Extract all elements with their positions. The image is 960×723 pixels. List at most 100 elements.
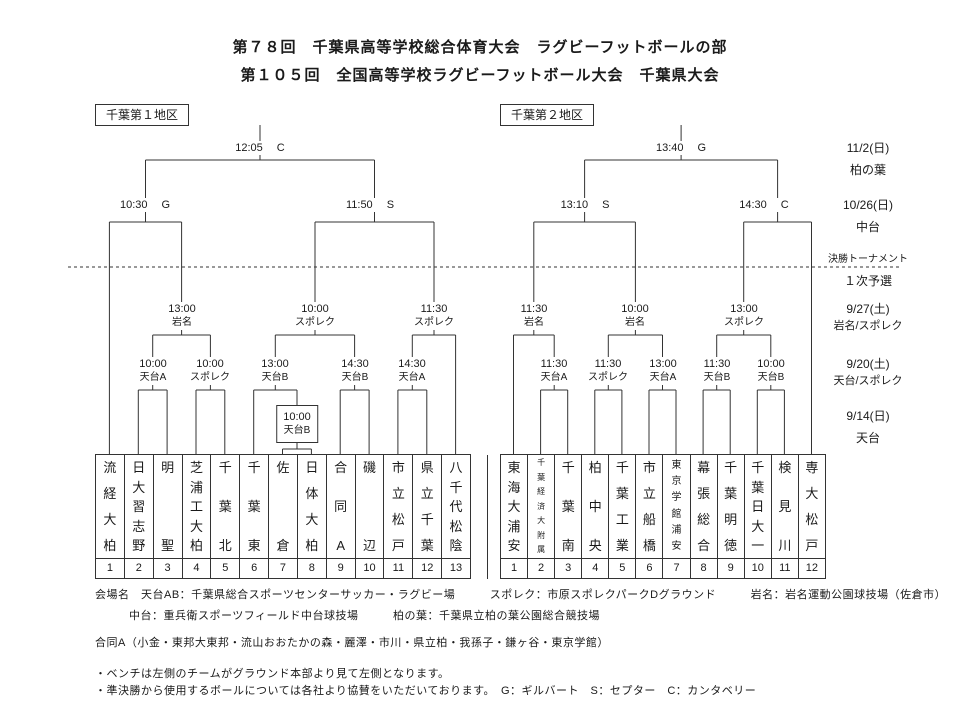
match-label-r2-1-d1: 10:00 天台A bbox=[138, 357, 168, 385]
team-name: 千葉工業 bbox=[615, 460, 629, 553]
team-name: 芝浦工大柏 bbox=[189, 460, 203, 553]
team-seed: 10 bbox=[744, 558, 771, 578]
match-venue: 天台A bbox=[398, 372, 426, 383]
schedule-date: 10/26(日) bbox=[842, 198, 894, 212]
team-seed: 8 bbox=[297, 558, 326, 578]
team-seed: 4 bbox=[182, 558, 211, 578]
match-venue: 岩名 bbox=[524, 317, 544, 328]
match-venue: 岩名 bbox=[625, 317, 645, 328]
match-venue: スポレク bbox=[724, 317, 764, 328]
team-name: 千葉日大一 bbox=[751, 460, 765, 553]
schedule-venue: 天台 bbox=[855, 431, 880, 445]
phase-label-final-tournament: 決勝トーナメント bbox=[828, 254, 908, 265]
ball-code: C bbox=[276, 142, 285, 154]
team-seed: 5 bbox=[609, 558, 636, 578]
match-time: 13:00 bbox=[649, 358, 677, 370]
match-time: 10:00 bbox=[139, 358, 167, 370]
match-label-r3-3-d1: 11:30 スポレク bbox=[413, 302, 455, 330]
match-label-r3-1-d2: 11:30 岩名 bbox=[519, 302, 549, 330]
match-label-r3-2-d1: 10:00 スポレク bbox=[294, 302, 336, 330]
team-seed: 7 bbox=[663, 558, 690, 578]
match-venue: 天台B bbox=[283, 425, 311, 436]
match-time: 11:30 bbox=[703, 358, 731, 370]
team-seed: 3 bbox=[555, 558, 582, 578]
team-name: 八千代松陰 bbox=[449, 460, 463, 553]
match-label-r2-2-d1: 10:00 スポレク bbox=[189, 357, 231, 385]
team-cell: 千葉工業 5 bbox=[609, 455, 637, 578]
match-label-r1-1-d1: 10:00 天台B bbox=[276, 405, 318, 443]
match-time: 10:00 bbox=[196, 358, 224, 370]
match-venue: 天台B bbox=[757, 372, 785, 383]
match-label-r2-1-d2: 11:30 天台A bbox=[539, 357, 569, 385]
schedule-venue: 中台 bbox=[855, 220, 880, 234]
team-cell: 市立船橋 6 bbox=[636, 455, 664, 578]
team-name: 市立船橋 bbox=[642, 460, 656, 553]
match-label-r2-3-d1: 13:00 天台B bbox=[260, 357, 290, 385]
team-seed: 7 bbox=[269, 558, 297, 578]
match-label-r2-5-d2: 10:00 天台B bbox=[756, 357, 786, 385]
match-label-r2-5-d1: 14:30 天台A bbox=[397, 357, 427, 385]
team-cell: 専大松戸 12 bbox=[798, 455, 825, 578]
note-balls: ・準決勝から使用するボールについては各社より協賛をいただいております。 G：ギル… bbox=[95, 685, 757, 697]
match-time: 13:00 bbox=[168, 303, 196, 315]
bracket-lines-district1-connectors bbox=[109, 125, 456, 450]
match-label-r3-2-d2: 10:00 岩名 bbox=[620, 302, 650, 330]
match-venue: 天台A bbox=[649, 372, 677, 383]
schedule-venue: 岩名/スポレク bbox=[833, 320, 903, 332]
ball-code: S bbox=[602, 199, 610, 211]
team-seed: 10 bbox=[355, 558, 384, 578]
team-seed: 4 bbox=[582, 558, 609, 578]
team-seed: 12 bbox=[413, 558, 442, 578]
team-seed: 1 bbox=[96, 558, 124, 578]
match-venue: スポレク bbox=[295, 317, 335, 328]
note-joint-team: 合同A（小金・東邦大東邦・流山おおたかの森・麗澤・市川・県立柏・我孫子・鎌ヶ谷・… bbox=[95, 637, 609, 649]
team-seed: 6 bbox=[636, 558, 663, 578]
team-seed: 8 bbox=[690, 558, 717, 578]
bracket-lines-district2-stubs bbox=[513, 222, 812, 455]
match-label-r3-1-d1: 13:00 岩名 bbox=[167, 302, 197, 330]
team-seed: 3 bbox=[153, 558, 182, 578]
team-cell: 明聖 3 bbox=[153, 455, 183, 578]
match-venue: 天台A bbox=[540, 372, 568, 383]
team-seed: 9 bbox=[717, 558, 744, 578]
match-venue: スポレク bbox=[414, 317, 454, 328]
team-cell: 芝浦工大柏 4 bbox=[182, 455, 212, 578]
team-seed: 12 bbox=[798, 558, 825, 578]
match-time: 14:30 bbox=[341, 358, 369, 370]
match-venue: スポレク bbox=[190, 372, 230, 383]
team-seed: 9 bbox=[326, 558, 355, 578]
match-time: 10:00 bbox=[301, 303, 329, 315]
team-name: 専大松戸 bbox=[805, 460, 819, 553]
schedule-date: 9/14(日) bbox=[846, 409, 890, 423]
team-seed: 5 bbox=[211, 558, 240, 578]
match-time: 10:00 bbox=[283, 411, 311, 423]
ball-code: S bbox=[386, 199, 395, 211]
match-label-final-d1: 12:05 C bbox=[234, 141, 286, 155]
team-name: 検見川 bbox=[778, 460, 792, 553]
page-subtitle: 第１０５回 全国高等学校ラグビーフットボール大会 千葉県大会 bbox=[240, 67, 720, 84]
team-name: 明聖 bbox=[161, 460, 175, 553]
team-name: 市立松戸 bbox=[391, 460, 405, 553]
match-label-r2-3-d2: 13:00 天台A bbox=[648, 357, 678, 385]
note-venues-1: 会場名 天台AB：千葉県総合スポーツセンターサッカー・ラグビー場 スポレク：市原… bbox=[95, 589, 947, 601]
match-time: 12:05 bbox=[235, 142, 263, 154]
schedule-date: 9/27(土) bbox=[846, 302, 890, 316]
